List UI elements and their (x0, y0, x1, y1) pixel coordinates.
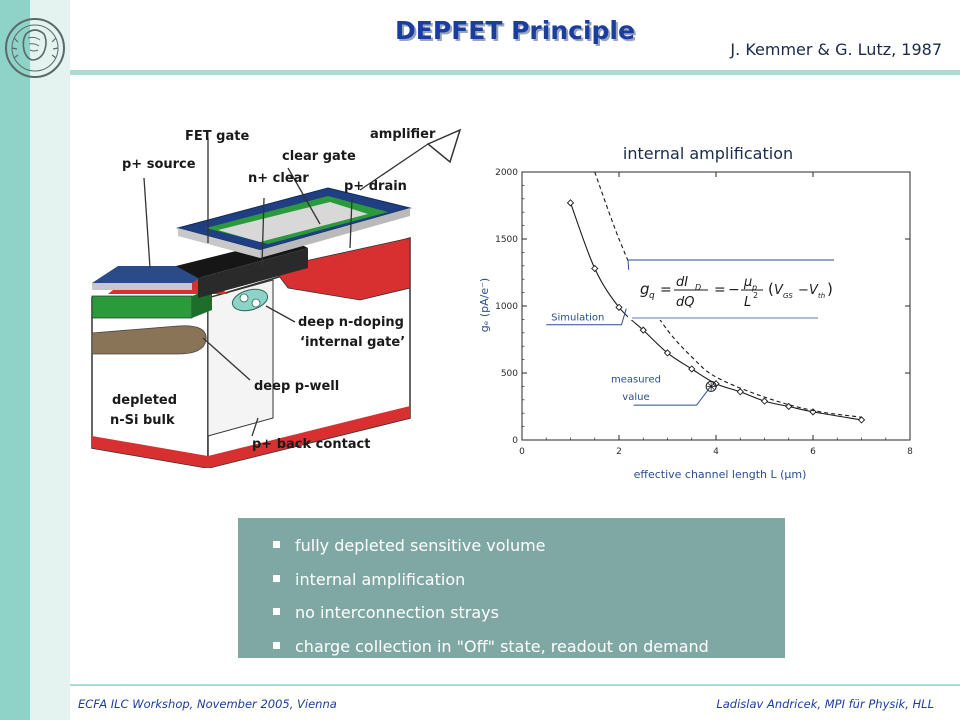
simulation-point (760, 397, 769, 405)
simulation-point (688, 365, 696, 373)
measured-annotation: measured (611, 374, 661, 385)
formula-vgs: V (774, 283, 784, 298)
label-p-source: p+ source (122, 157, 196, 172)
amplification-chart-svg: internal amplification 0 2 4 6 8 0 500 1000 1500… (478, 144, 913, 481)
footer-event: ECFA ILC Workshop, November 2005, Vienna (78, 697, 337, 711)
bullet-square-icon (273, 608, 280, 615)
max-planck-logo-icon (5, 18, 65, 78)
formula-paren-close: ) (827, 280, 833, 298)
formula-vth-sub: th (818, 292, 825, 300)
formula-dI-sub: D (695, 283, 701, 292)
label-fet-gate: FET gate (185, 129, 249, 144)
formula-vth: V (809, 283, 819, 298)
formula-L-exp: 2 (753, 291, 758, 300)
y-tick-label: 2000 (495, 168, 518, 178)
amplification-chart: internal amplification 0 2 4 6 8 0 500 1000 1500… (478, 140, 938, 490)
bullet-box: fully depleted sensitive volume internal… (238, 518, 785, 658)
formula-mu: μ (743, 275, 752, 290)
bullet-square-icon (273, 541, 280, 548)
formula-L: L (744, 295, 751, 310)
left-accent-band (30, 0, 70, 720)
slide-title: DEPFET Principle (395, 16, 635, 45)
label-p-drain: p+ drain (344, 179, 407, 194)
header-rule (70, 70, 960, 75)
simulation-leader (546, 308, 627, 326)
x-axis-label: effective channel length L (μm) (634, 468, 807, 481)
dashed-series-line (594, 171, 862, 418)
measured-leader (633, 388, 710, 406)
simulation-point (615, 303, 623, 311)
label-depleted: depleted (112, 393, 177, 408)
formula-g-sub: q (649, 291, 655, 301)
y-tick-label: 500 (501, 369, 518, 379)
y-tick-label: 1500 (495, 235, 518, 245)
formula-vgs-sub: GS (783, 292, 793, 300)
label-amplifier: amplifier (370, 127, 436, 142)
measured-point (705, 380, 717, 392)
simulation-point (736, 388, 744, 396)
bullet-item: no interconnection strays (271, 596, 785, 630)
formula-mu-sub: p (751, 283, 757, 292)
formula-box (628, 258, 838, 320)
formula-dQ: dQ (676, 295, 694, 310)
simulation-point (591, 264, 599, 273)
bullet-item: charge collection in "Off" state, readou… (271, 630, 785, 664)
label-back-contact: p+ back contact (252, 437, 370, 452)
label-bulk: n-Si bulk (110, 413, 175, 428)
x-tick-label: 2 (616, 447, 622, 457)
depfet-structure-diagram: FET gate amplifier clear gate p+ source … (91, 127, 462, 468)
footer-rule (70, 684, 960, 686)
label-clear-gate: clear gate (282, 149, 356, 164)
x-tick-label: 6 (810, 447, 816, 457)
label-n-clear: n+ clear (248, 171, 309, 186)
formula-g: g (640, 280, 650, 298)
left-accent-bar (0, 0, 30, 720)
formula-leader (627, 259, 834, 270)
formula-minus2: − (798, 283, 809, 298)
y-tick-label: 1000 (495, 302, 518, 312)
bullet-item: internal amplification (271, 563, 785, 597)
label-internal-gate: ‘internal gate’ (300, 335, 405, 350)
simulation-point (857, 416, 866, 424)
footer-author: Ladislav Andricek, MPI für Physik, HLL (716, 697, 934, 711)
author-credit: J. Kemmer & G. Lutz, 1987 (730, 40, 942, 59)
formula-eq2: = (714, 282, 726, 298)
x-tick-label: 4 (713, 447, 719, 457)
y-axis-label: gₑ (pA/e⁻) (478, 278, 491, 332)
label-deep-n-doping: deep n-doping (298, 315, 404, 330)
x-tick-label: 0 (519, 447, 525, 457)
bullet-square-icon (273, 641, 280, 649)
chart-title: internal amplification (623, 144, 793, 163)
formula-dI: dI (676, 275, 688, 290)
measured-point-star (707, 382, 716, 391)
measured-annotation-line2: value (622, 392, 649, 403)
formula-minus: − (728, 282, 740, 298)
simulation-point (566, 199, 575, 207)
simulation-point (639, 326, 647, 334)
formula-eq1: = (660, 282, 672, 298)
formula-paren-open: ( (768, 280, 774, 298)
label-deep-p-well: deep p-well (254, 379, 339, 394)
y-tick-label: 0 (512, 436, 518, 446)
bullet-item: fully depleted sensitive volume (271, 529, 785, 563)
x-tick-label: 8 (907, 447, 913, 457)
simulation-point (663, 349, 672, 357)
simulation-annotation: Simulation (551, 313, 604, 324)
bullet-square-icon (273, 574, 280, 582)
